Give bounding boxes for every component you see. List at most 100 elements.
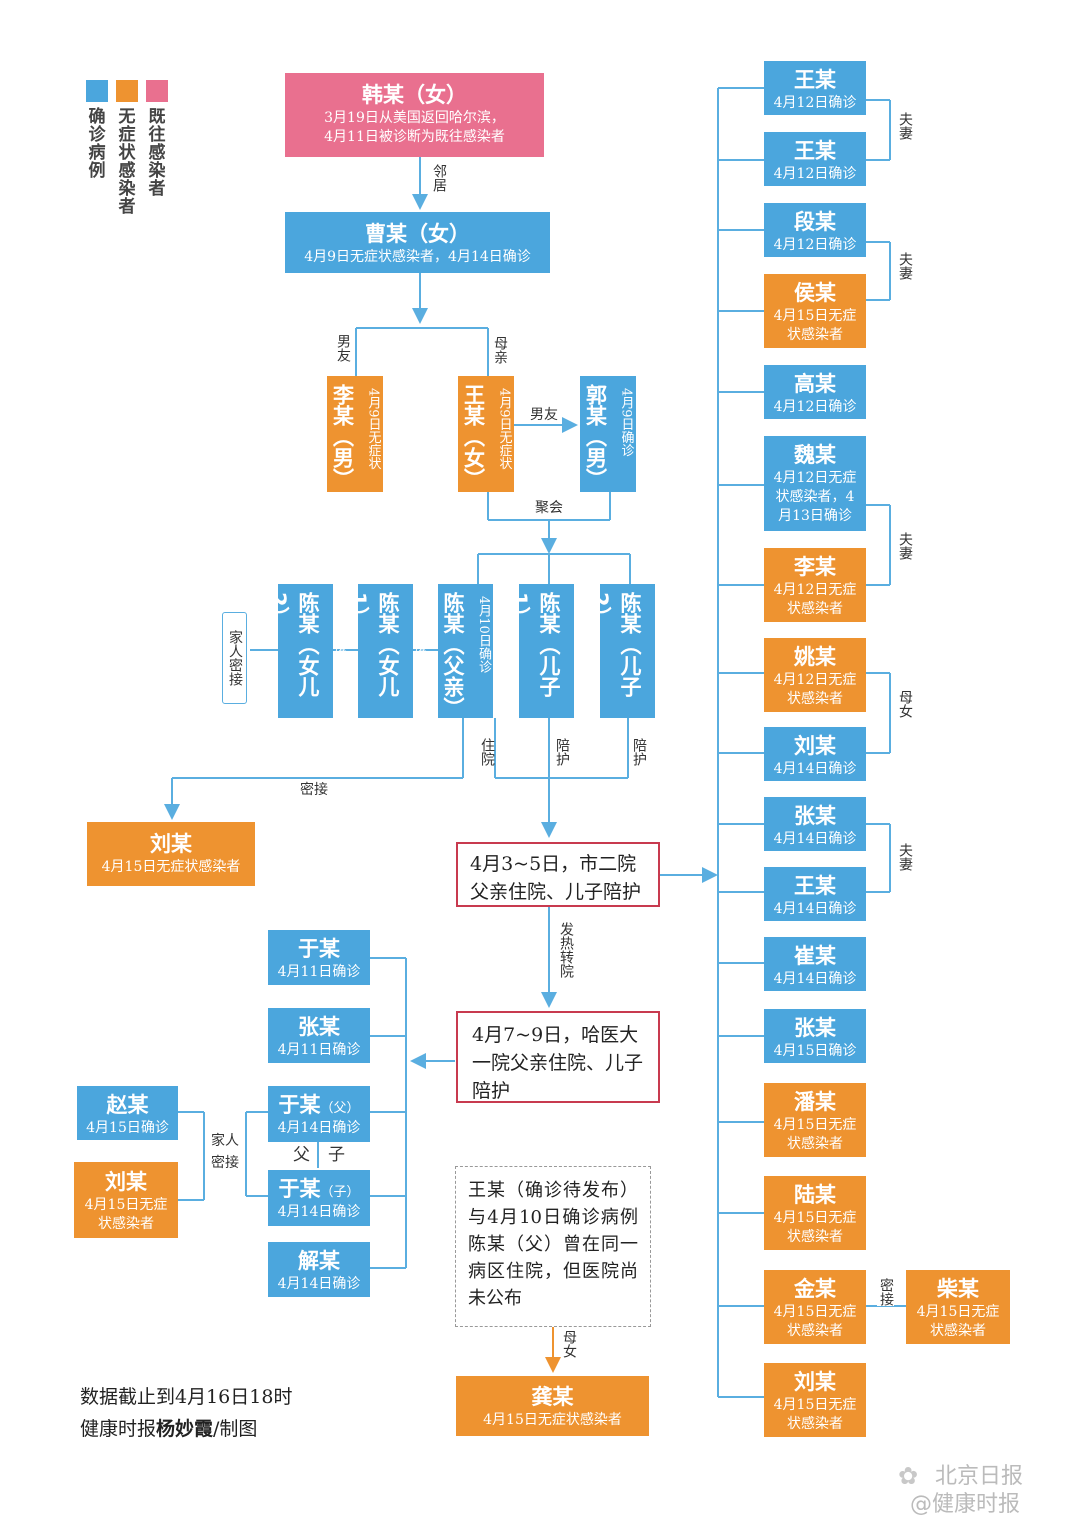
node-name: 郭某（男）: [583, 384, 608, 489]
node-right-gao: 高某 4月12日确诊: [764, 365, 866, 419]
node-name: 刘某: [105, 1170, 147, 1194]
node-desc: 3月19日从美国返回哈尔滨，: [324, 110, 505, 126]
node-liu-left2: 刘某 4月15日无症状感染者: [74, 1162, 178, 1238]
node-right-wang-2: 王某 4月12日确诊: [764, 132, 866, 186]
node-right-li: 李某 4月12日无症状感染者: [764, 548, 866, 622]
node-desc: 4月9日无症状感染者，4月14日确诊: [304, 249, 531, 265]
node-desc: 4月12日确诊: [773, 399, 857, 415]
node-yu-father: 于某（父） 4月14日确诊: [268, 1086, 370, 1142]
node-right-duan: 段某 4月12日确诊: [764, 203, 866, 257]
label-boyfriend2: 男友: [530, 407, 558, 423]
label-escort2: 陪护: [631, 738, 647, 766]
node-tag: （子）: [320, 1185, 360, 1200]
node-desc: 4月14日确诊: [773, 761, 857, 777]
node-name: 崔某: [794, 944, 836, 968]
node-desc: 4月11日确诊: [277, 964, 361, 980]
node-name: 柴某: [937, 1277, 979, 1301]
node-chen-father: 陈某（父亲） 4月10日确诊: [438, 584, 493, 718]
node-desc: 4月12日确诊: [411, 596, 426, 673]
node-chen-son2: 陈某（儿子2） 4月12日确诊: [588, 584, 668, 718]
node-desc: 4月9日无症状: [496, 388, 512, 470]
node-desc: 4月15日无症状感染者: [483, 1412, 622, 1428]
node-name: 魏某: [794, 443, 836, 467]
label-escort1: 陪护: [554, 738, 570, 766]
node-name: 刘某: [794, 1370, 836, 1394]
node-desc: 4月15日无症状感染者: [916, 1304, 1000, 1339]
node-desc: 4月11日被诊断为既往感染者: [324, 129, 505, 145]
node-desc: 4月12日确诊: [572, 596, 587, 673]
label-mother: 母亲: [492, 336, 508, 364]
node-desc: 4月15日确诊: [86, 1120, 169, 1136]
node-desc: 4月10日确诊: [476, 596, 491, 673]
node-desc: 4月12日确诊: [773, 166, 857, 182]
legend-label-confirmed: 确诊病例: [88, 107, 106, 181]
node-desc: 4月14日确诊: [277, 1120, 361, 1136]
node-desc: 4月15日无症状感染者: [773, 1117, 857, 1152]
node-name: 解某: [298, 1249, 340, 1273]
node-desc: 4月12日无症状感染者: [773, 582, 857, 617]
node-desc: 4月12日确诊: [773, 95, 857, 111]
legend-label-previous: 既往感染者: [148, 107, 166, 199]
node-desc: 4月14日确诊: [773, 901, 857, 917]
node-name: 刘某: [794, 734, 836, 758]
node-name: 陈某（儿子2）: [588, 592, 642, 697]
node-right-pan: 潘某 4月15日无症状感染者: [764, 1083, 866, 1157]
node-name: 曹某（女）: [365, 222, 470, 246]
node-chen-daughter2: 陈某（女儿2） 4月15日确诊: [266, 584, 346, 718]
node-name: 金某: [794, 1277, 836, 1301]
legend-swatch-previous: [146, 80, 168, 102]
node-name: 侯某: [794, 281, 836, 305]
footer-credit: 健康时报杨妙霞/制图: [80, 1414, 257, 1441]
node-name: 李某: [794, 555, 836, 579]
node-name: 陈某（女儿2）: [266, 592, 320, 697]
node-name: 李某（男）: [330, 384, 355, 489]
node-right-liu-1: 刘某 4月14日确诊: [764, 727, 866, 781]
footer-author: 杨妙霞: [156, 1418, 214, 1440]
node-right-liu-2: 刘某 4月15日无症状感染者: [764, 1363, 866, 1437]
node-name: 王某: [794, 68, 836, 92]
node-desc: 4月12日确诊: [773, 237, 857, 253]
label-mother-daughter: 母女: [561, 1330, 577, 1358]
node-zhang-left: 张某 4月11日确诊: [268, 1008, 370, 1063]
node-yu-1: 于某 4月11日确诊: [268, 930, 370, 985]
node-chai: 柴某 4月15日无症状感染者: [906, 1270, 1010, 1344]
node-yu-son: 于某（子） 4月14日确诊: [268, 1170, 370, 1226]
node-name: 张某: [794, 804, 836, 828]
watermark-logo-icon: ✿: [898, 1462, 919, 1490]
node-right-cui: 崔某 4月14日确诊: [764, 937, 866, 991]
node-right-zhang-1: 张某 4月14日确诊: [764, 797, 866, 851]
label-couple1: 夫妻: [897, 112, 913, 140]
node-desc: 4月14日确诊: [277, 1204, 361, 1220]
dashed-note: 王某（确诊待发布）与4月10日确诊病例陈某（父）曾在同一病区住院，但医院尚未公布: [455, 1166, 651, 1327]
label-close-contact2: 密接: [877, 1278, 894, 1306]
node-name: 王某（女）: [461, 384, 486, 489]
node-right-jin: 金某 4月15日无症状感染者: [764, 1270, 866, 1344]
label-hospitalized: 住院: [479, 738, 495, 766]
label-mother-daughter2: 母女: [897, 690, 913, 718]
label-boyfriend: 男友: [335, 334, 351, 362]
label-family-contact: 家人密接: [222, 612, 247, 704]
node-name: 于某: [298, 937, 340, 961]
node-right-wang-3: 王某 4月14日确诊: [764, 867, 866, 921]
legend-swatch-asymptomatic: [116, 80, 138, 102]
node-desc: 4月12日确诊: [653, 596, 668, 673]
node-desc: 4月15日无症状感染者: [773, 308, 857, 343]
node-name: 于某（父）: [278, 1093, 360, 1117]
node-right-wang-1: 王某 4月12日确诊: [764, 61, 866, 115]
footer-date: 数据截止到4月16日18时: [80, 1386, 293, 1408]
node-name: 高某: [794, 372, 836, 396]
label-couple3: 夫妻: [897, 532, 913, 560]
node-desc: 4月12日无症状感染者，4月13日确诊: [773, 470, 857, 524]
watermark-line2: @健康时报: [910, 1492, 1021, 1517]
node-desc: 4月9日确诊: [618, 388, 634, 457]
legend-swatch-confirmed: [86, 80, 108, 102]
node-name: 姚某: [794, 645, 836, 669]
node-name: 张某: [298, 1015, 340, 1039]
node-cao: 曹某（女） 4月9日无症状感染者，4月14日确诊: [285, 212, 550, 273]
label-close-contact: 密接: [300, 782, 328, 798]
hospital-note-1: 4月3~5日，市二院父亲住院、儿子陪护: [456, 842, 660, 907]
node-name: 陈某（女儿1）: [346, 592, 400, 697]
node-li: 李某（男） 4月9日无症状: [327, 376, 383, 492]
node-name: 段某: [794, 210, 836, 234]
